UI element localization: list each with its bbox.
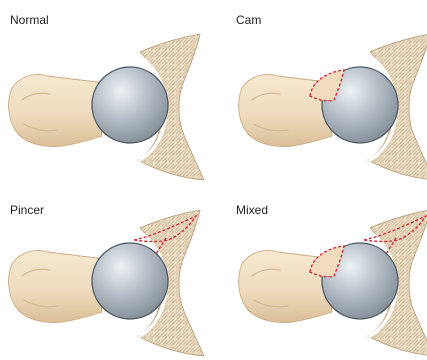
panel-pincer	[9, 210, 204, 356]
panel-label-cam: Cam	[236, 13, 261, 27]
panel-mixed	[239, 210, 427, 356]
panel-cam	[239, 34, 427, 180]
panel-normal	[9, 34, 204, 180]
panel-label-normal: Normal	[10, 13, 49, 27]
panel-label-mixed: Mixed	[236, 203, 268, 217]
panel-label-pincer: Pincer	[10, 203, 44, 217]
